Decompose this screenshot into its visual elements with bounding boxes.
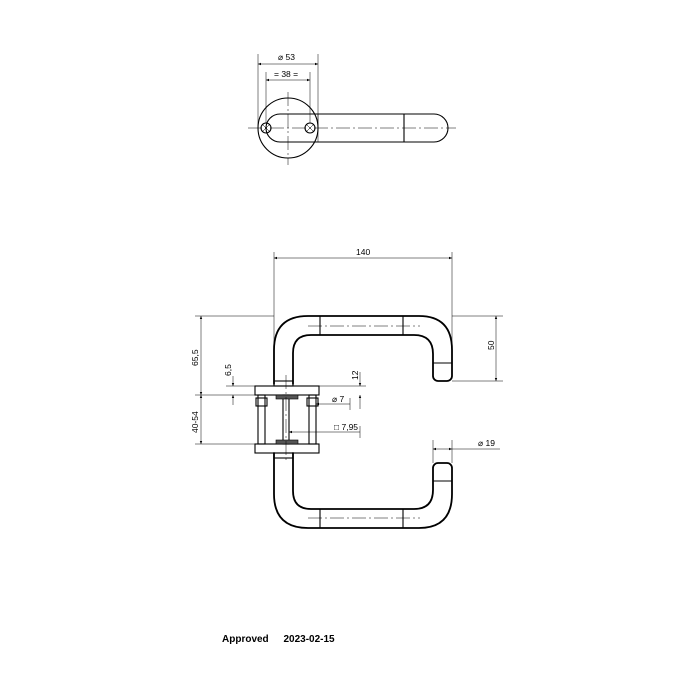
bolt-right — [308, 394, 317, 445]
bolt-left — [257, 394, 266, 445]
side-view: 140 50 65,5 6,5 40-54 12 ⌀ 7 □ 7,95 — [190, 247, 503, 529]
lower-rose — [254, 443, 320, 454]
approval-footer: Approved 2023-02-15 — [222, 634, 347, 645]
dim-length: 140 — [356, 247, 370, 257]
upper-neck — [273, 380, 294, 387]
dim-door-thickness: 40-54 — [190, 411, 200, 433]
dim-projection: 50 — [486, 340, 496, 350]
dim-handle-diameter: ⌀ 19 — [478, 438, 495, 448]
upper-rose — [254, 385, 320, 396]
lower-neck — [273, 452, 294, 459]
bolt-left-nut — [255, 397, 268, 407]
spindle-bushing-top — [275, 394, 299, 400]
dim-hole-spacing: = 38 = — [274, 69, 298, 79]
spindle-bushing-bottom — [275, 439, 299, 445]
dim-rose-height: 6,5 — [223, 364, 233, 376]
top-view: ⌀ 53 = 38 = — [248, 52, 456, 165]
dim-rose-diameter: ⌀ 53 — [278, 52, 295, 62]
dim-total-height: 65,5 — [190, 349, 200, 366]
bolt-right-nut — [306, 397, 319, 407]
lower-handle-outer — [273, 452, 453, 529]
approval-date: 2023-02-15 — [283, 634, 335, 645]
upper-handle-outer — [273, 315, 453, 385]
dim-spindle-square: □ 7,95 — [334, 422, 358, 432]
approval-status: Approved — [222, 634, 269, 645]
dim-spindle-offset: 12 — [350, 370, 360, 380]
lever-outline — [265, 113, 449, 143]
dim-bolt-diameter: ⌀ 7 — [332, 394, 344, 404]
